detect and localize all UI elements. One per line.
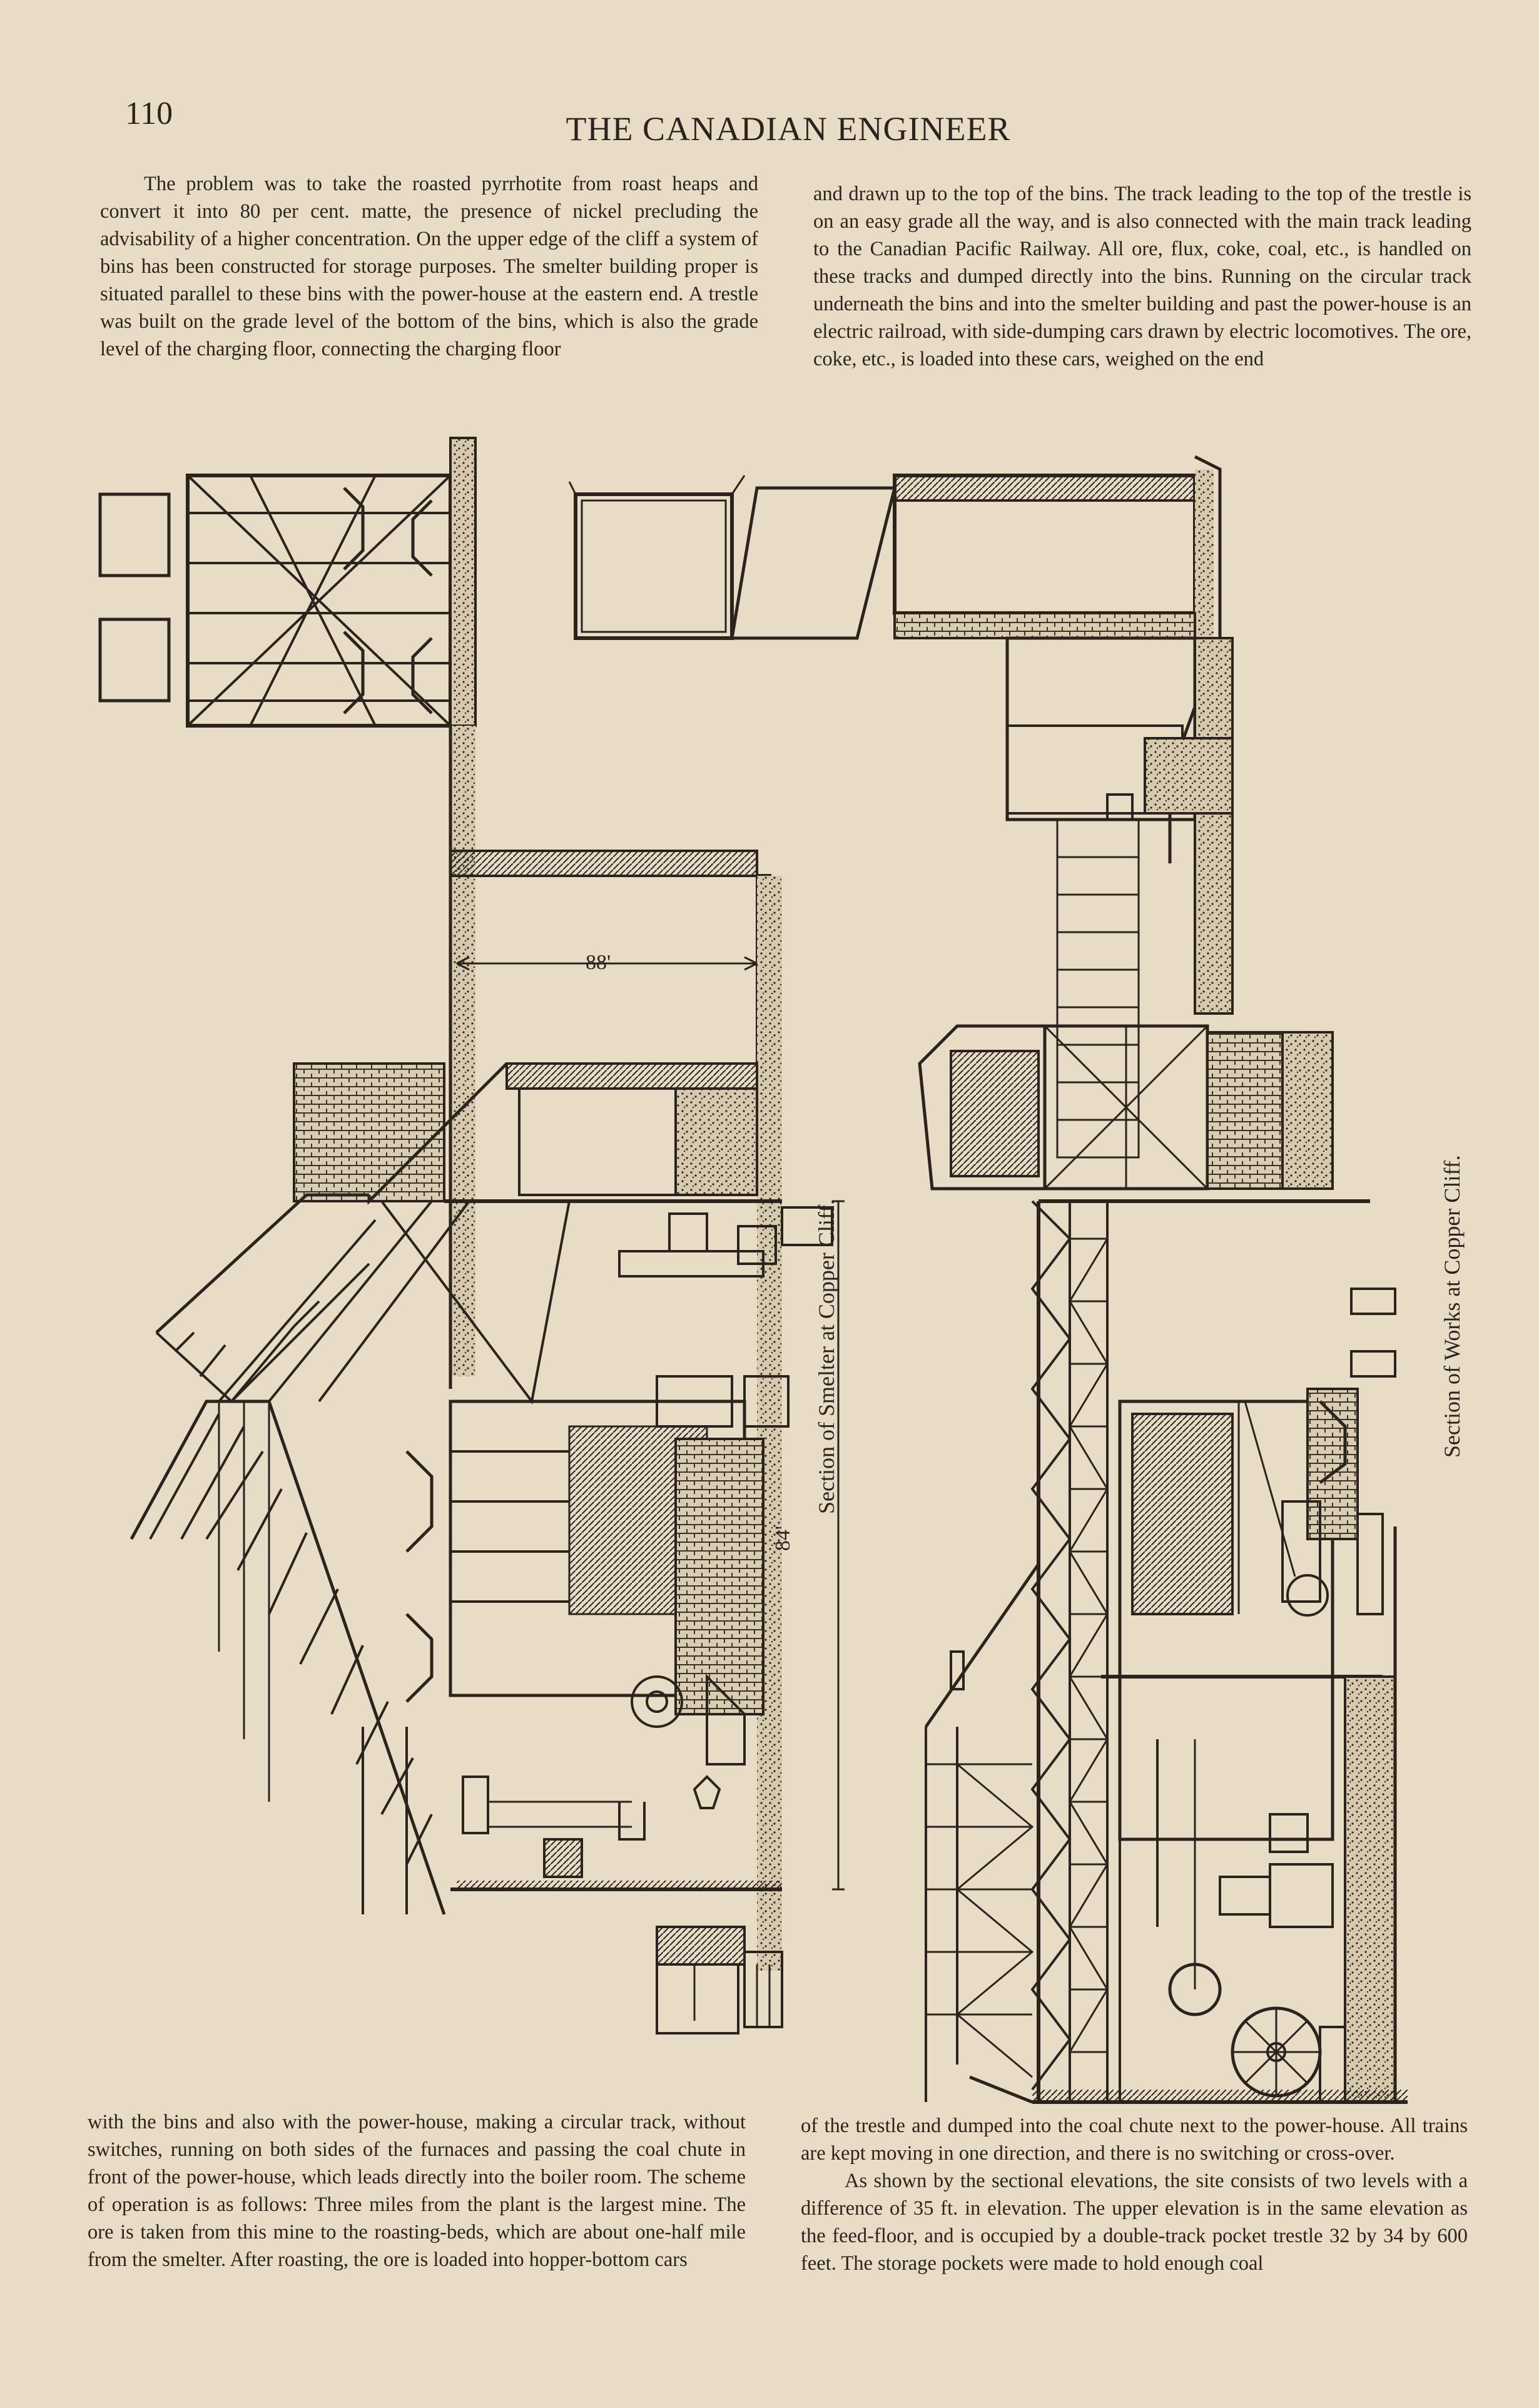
dimension-label-side: 84'	[771, 1525, 795, 1552]
text-column-top-left: The problem was to take the roasted pyrr…	[100, 170, 758, 420]
text-column-top-right: and drawn up to the top of the bins. The…	[813, 180, 1471, 430]
page-number: 110	[125, 96, 173, 131]
engineering-drawing	[94, 425, 1520, 2108]
figure-caption-works: Section of Works at Copper Cliff.	[1440, 1155, 1465, 1458]
paragraph: and drawn up to the top of the bins. The…	[813, 183, 1471, 370]
paragraph: of the trestle and dumped into the coal …	[801, 2115, 1468, 2165]
paragraph: with the bins and also with the power-ho…	[88, 2111, 746, 2271]
running-head: THE CANADIAN ENGINEER	[566, 110, 1011, 148]
smelter-section-drawing	[98, 437, 845, 2035]
dimension-label-top: 88'	[586, 951, 611, 974]
figure-caption-smelter: Section of Smelter at Copper Cliff.	[814, 1199, 839, 1514]
paragraph: The problem was to take the roasted pyrr…	[100, 173, 758, 360]
paragraph: As shown by the sectional elevations, th…	[801, 2170, 1468, 2275]
text-column-bottom-right: of the trestle and dumped into the coal …	[801, 2112, 1468, 2375]
works-section-drawing	[568, 455, 1408, 2104]
text-column-bottom-left: with the bins and also with the power-ho…	[88, 2108, 746, 2371]
